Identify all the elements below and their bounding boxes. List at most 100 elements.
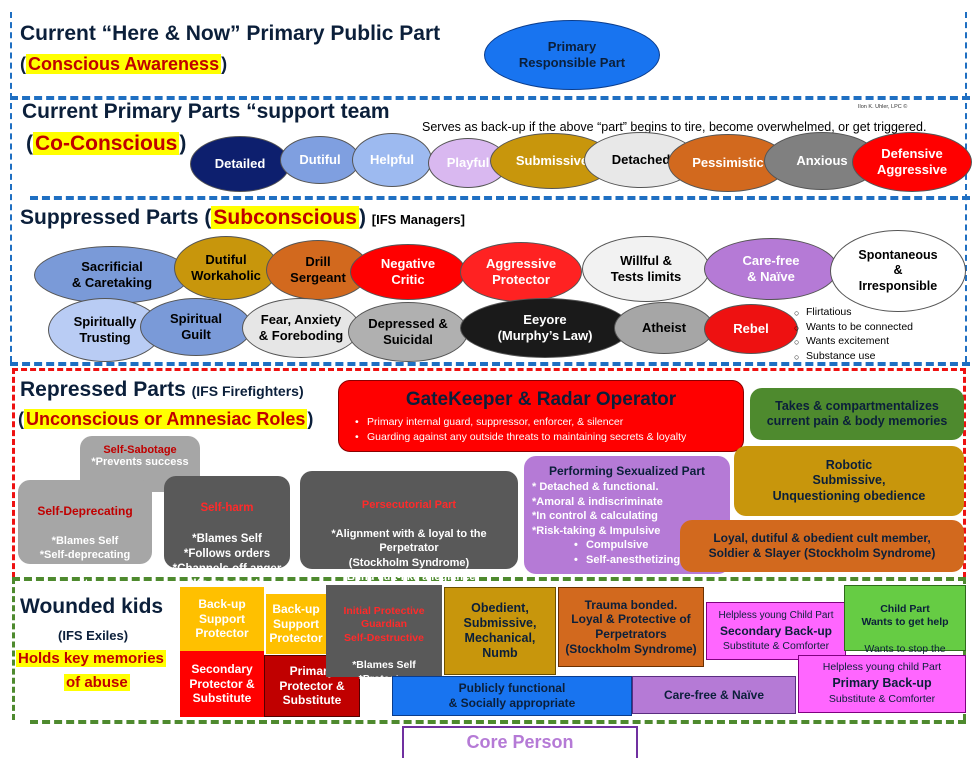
- gatekeeper-box: GateKeeper & Radar Operator Primary inte…: [338, 380, 744, 452]
- suppressed-ellipse-1: Dutiful Workaholic: [174, 236, 278, 300]
- author-credit: Ilon K. Uhler, LPC ©: [858, 104, 908, 110]
- suppressed-ellipse-7: Spontaneous & Irresponsible: [830, 230, 966, 312]
- helpless-secondary-sub: Substitute & Comforter: [722, 639, 830, 652]
- current-title: Current “Here & Now” Primary Public Part: [20, 22, 441, 45]
- self-deprecating-box: Self-Deprecating *Blames Self *Self-depr…: [18, 480, 152, 590]
- current-subtitle: Conscious Awareness: [26, 54, 222, 74]
- repressed-title-line: Repressed Parts (IFS Firefighters): [20, 378, 304, 402]
- suppressed-ellipse-6: Care-free & Naïve: [704, 238, 838, 300]
- suppressed-ellipse-14: Rebel: [704, 304, 798, 354]
- suppressed-title: Suppressed Parts (: [20, 206, 212, 229]
- suppressed-subtitle: Subconscious: [211, 206, 359, 229]
- repressed-bottom-line: [12, 577, 966, 581]
- suppressed-bottom-line: [10, 362, 970, 366]
- repressed-frame: [12, 368, 966, 578]
- loyal-cult-box: Loyal, dutiful & obedient cult member, S…: [680, 520, 964, 572]
- current-divider-line: [10, 96, 970, 100]
- sexualized-title: Performing Sexualized Part: [548, 464, 706, 478]
- repressed-title: Repressed Parts: [20, 378, 186, 401]
- suppressed-ellipse-12: Eeyore (Murphy’s Law): [460, 298, 630, 358]
- self-harm-title: Self-harm: [200, 502, 254, 515]
- robotic-box: Robotic Submissive, Unquestioning obedie…: [734, 446, 964, 516]
- suppressed-ellipse-10: Fear, Anxiety & Foreboding: [242, 298, 360, 358]
- helpless-primary-sub: Substitute & Comforter: [828, 693, 936, 706]
- gatekeeper-title: GateKeeper & Radar Operator: [405, 389, 677, 410]
- helpless-secondary-box: Helpless young Child Part Secondary Back…: [706, 602, 846, 660]
- self-deprecating-title: Self-Deprecating: [37, 504, 133, 519]
- primary-protector-box: Primary Protector & Substitute: [264, 655, 360, 717]
- spontaneous-item-1: Wants to be connected: [792, 320, 913, 334]
- current-subtitle-line: (Conscious Awareness): [20, 54, 227, 75]
- support-paren-close: ): [179, 132, 187, 155]
- publicly-functional-box: Publicly functional & Socially appropria…: [392, 676, 632, 716]
- child-part-title: Child Part Wants to get help: [861, 603, 949, 629]
- persecutorial-box: Persecutorial Part *Alignment with & loy…: [300, 471, 518, 583]
- gatekeeper-bullet-1: Guarding against any outside threats to …: [353, 430, 733, 445]
- spontaneous-list: FlirtatiousWants to be connectedWants ex…: [792, 305, 913, 364]
- spontaneous-item-3: Substance use: [792, 349, 913, 363]
- gatekeeper-bullets: Primary internal guard, suppressor, enfo…: [349, 415, 733, 445]
- primary-responsible-part: Primary Responsible Part: [484, 20, 660, 90]
- helpless-primary-small: Helpless young child Part: [822, 661, 942, 673]
- support-paren-open: (: [26, 132, 33, 155]
- suppressed-title-close: ): [358, 206, 366, 229]
- support-note: Serves as back-up if the above “part” be…: [422, 120, 927, 134]
- support-ellipse-8: Defensive Aggressive: [852, 132, 972, 192]
- suppressed-ellipse-4: Aggressive Protector: [460, 242, 582, 302]
- backup-protector-2: Back-up Support Protector: [266, 594, 326, 654]
- suppressed-ellipse-13: Atheist: [614, 302, 714, 354]
- helpless-primary-box: Helpless young child Part Primary Back-u…: [798, 655, 966, 713]
- sexualized-box: Performing Sexualized Part * Detached & …: [524, 456, 730, 574]
- sexualized-bullets: CompulsiveSelf-anesthetizing: [532, 538, 722, 567]
- helpless-secondary-small: Helpless young Child Part: [718, 610, 834, 621]
- suppressed-tag: [IFS Managers]: [371, 212, 465, 227]
- persecutorial-title: Persecutorial Part: [361, 498, 457, 511]
- self-sabotage-title: Self-Sabotage: [103, 444, 177, 456]
- sexualized-bullet-1: Self-anesthetizing: [572, 553, 722, 568]
- support-divider-line: [30, 196, 970, 200]
- helpless-primary-main: Primary Back-up: [832, 675, 932, 690]
- helpless-secondary-main: Secondary Back-up: [719, 623, 833, 638]
- current-paren-close: ): [221, 54, 228, 74]
- self-sabotage-body: *Prevents success: [91, 456, 189, 468]
- self-harm-box: Self-harm *Blames Self *Follows orders *…: [164, 476, 290, 590]
- wounded-bottom-line: [30, 720, 966, 724]
- obedient-box: Obedient, Submissive, Mechanical, Numb: [444, 587, 556, 675]
- repressed-subtitle: Unconscious or Amnesiac Roles: [24, 409, 308, 429]
- support-ellipse-1: Dutiful: [280, 136, 360, 184]
- spontaneous-item-2: Wants excitement: [792, 334, 913, 349]
- repressed-tag: (IFS Firefighters): [191, 383, 304, 399]
- self-deprecating-body: *Blames Self *Self-deprecating *Says she…: [33, 535, 137, 591]
- spontaneous-item-0: Flirtatious: [792, 305, 913, 320]
- support-subtitle: Co-Conscious: [33, 132, 180, 155]
- suppressed-ellipse-5: Willful & Tests limits: [582, 236, 710, 302]
- suppressed-ellipse-3: Negative Critic: [350, 244, 466, 300]
- support-ellipse-6: Pessimistic: [668, 134, 788, 192]
- wounded-subtitle-1: Holds key memories: [16, 650, 166, 667]
- initial-protective-box: Initial Protective Guardian Self-Destruc…: [326, 585, 442, 685]
- suppressed-ellipse-9: Spiritual Guilt: [140, 298, 252, 356]
- outer-frame-left: [10, 12, 12, 362]
- wounded-title: Wounded kids: [20, 595, 164, 618]
- support-ellipse-0: Detailed: [190, 136, 290, 192]
- core-person-box: Core Person: [402, 726, 638, 758]
- sexualized-body: * Detached & functional. *Amoral & indis…: [532, 480, 663, 537]
- suppressed-ellipse-11: Depressed & Suicidal: [348, 302, 468, 362]
- compartmentalize-box: Takes & compartmentalizes current pain &…: [750, 388, 964, 440]
- backup-protector-1: Back-up Support Protector: [180, 587, 264, 651]
- repressed-subtitle-line: (Unconscious or Amnesiac Roles): [18, 409, 313, 430]
- support-title: Current Primary Parts “support team: [22, 100, 390, 123]
- support-ellipse-2: Helpful: [352, 133, 432, 187]
- suppressed-title-line: Suppressed Parts (Subconscious) [IFS Man…: [20, 206, 465, 230]
- outer-frame-right: [965, 12, 967, 362]
- initial-protective-title: Initial Protective Guardian Self-Destruc…: [343, 604, 425, 644]
- support-subtitle-line: (Co-Conscious): [26, 132, 186, 156]
- secondary-protector-box: Secondary Protector & Substitute: [180, 651, 264, 717]
- current-paren-open: (: [20, 54, 26, 74]
- carefree-naive-box: Care-free & Naïve: [632, 676, 796, 714]
- wounded-tag: (IFS Exiles): [58, 628, 129, 643]
- sexualized-bullet-0: Compulsive: [572, 538, 722, 553]
- persecutorial-body: *Alignment with & loyal to the Perpetrat…: [331, 527, 487, 584]
- suppressed-ellipse-0: Sacrificial & Caretaking: [34, 246, 190, 304]
- self-harm-body: *Blames Self *Follows orders *Channels o…: [172, 532, 282, 591]
